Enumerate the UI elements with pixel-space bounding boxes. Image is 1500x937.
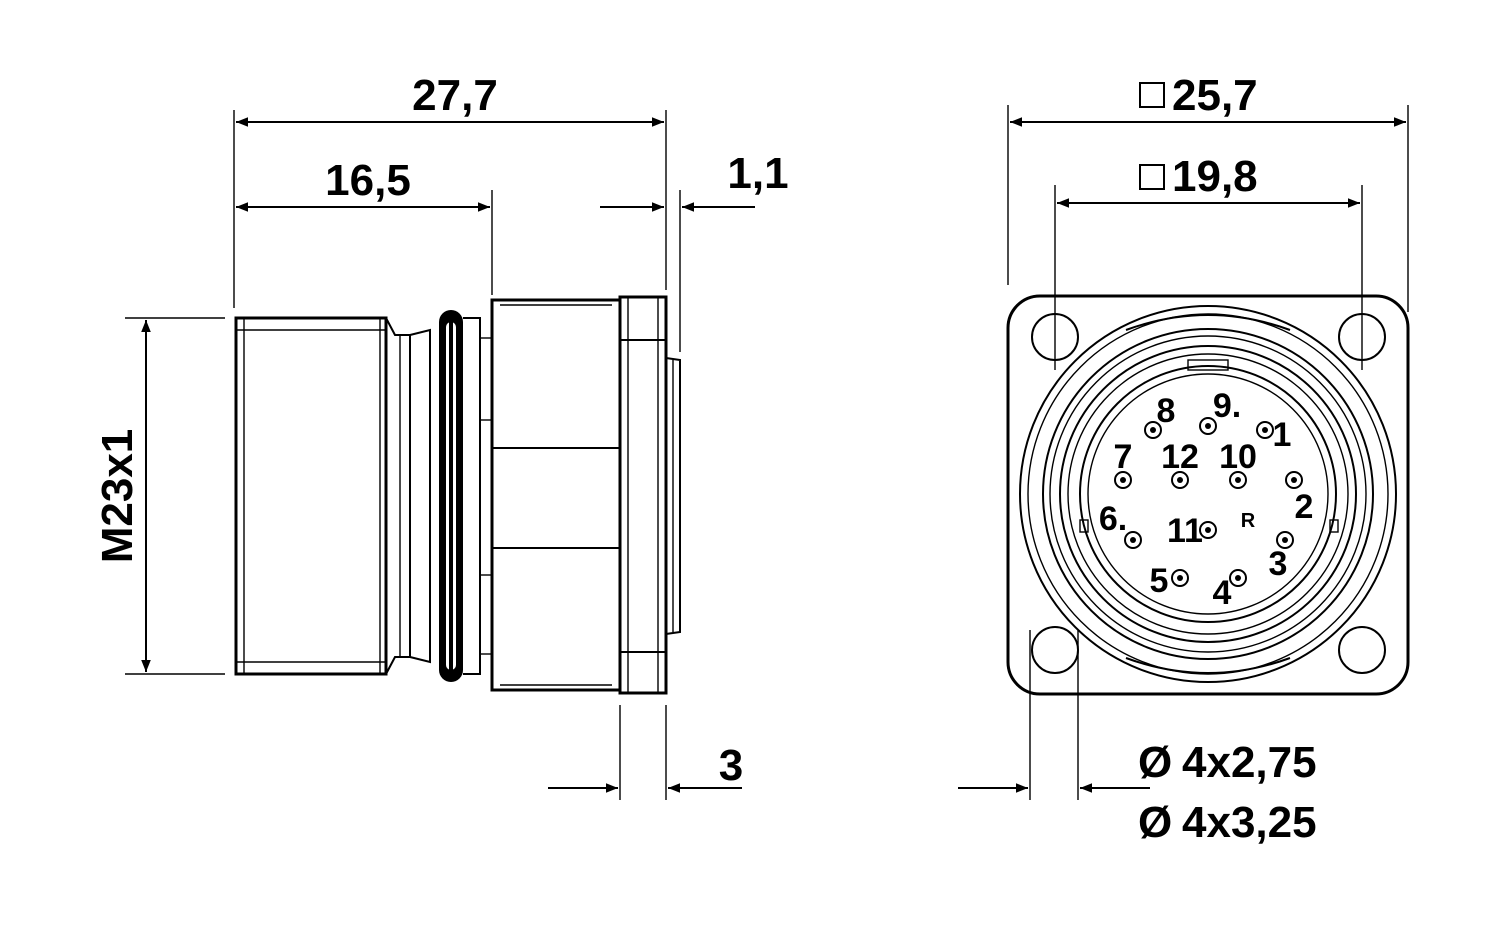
pin-contacts [1114, 417, 1303, 587]
pin-contact [1229, 569, 1247, 587]
dim-flange-thickness: 3 [719, 741, 743, 790]
pin-contact [1171, 569, 1189, 587]
pin-contact [1276, 531, 1294, 549]
side-extension-lines [125, 110, 681, 800]
pin-label-3: 3 [1269, 545, 1288, 583]
pin-label-4: 4 [1213, 574, 1232, 612]
pin-label-9: 9. [1213, 387, 1241, 425]
mounting-hole-bottom-right [1338, 626, 1386, 674]
dim-outer-square: 25,7 [1172, 71, 1258, 120]
o-ring [439, 310, 463, 682]
pin-label-5: 5 [1150, 562, 1169, 600]
coding-label: R [1241, 510, 1256, 532]
front-rings [1019, 305, 1397, 683]
pin-contact [1229, 471, 1247, 489]
diameter-symbol: Ø [1138, 798, 1172, 847]
pin-label-8: 8 [1157, 392, 1176, 430]
pin-label-2: 2 [1295, 488, 1314, 526]
mounting-holes [1031, 313, 1386, 674]
front-view: 8 9. 1 7 12 10 2 6. 11 R 3 5 4 [958, 71, 1410, 847]
pin-contact [1124, 531, 1142, 549]
dim-thread-size: M23x1 [93, 429, 142, 564]
pin-contact [1114, 471, 1132, 489]
dim-hole-diameter-1: 4x2,75 [1182, 738, 1317, 787]
dim-flange-gap: 1,1 [727, 149, 788, 198]
diameter-symbol: Ø [1138, 738, 1172, 787]
square-flange [1006, 294, 1410, 696]
pin-contact [1171, 471, 1189, 489]
dim-hole-diameter-2: 4x3,25 [1182, 798, 1317, 847]
pin-label-6: 6. [1099, 500, 1127, 538]
mounting-hole-bottom-left [1031, 626, 1079, 674]
pin-label-12: 12 [1161, 438, 1199, 476]
pin-label-1: 1 [1273, 416, 1292, 454]
pin-contact [1256, 421, 1274, 439]
pin-label-10: 10 [1219, 438, 1257, 476]
front-dimension-lines [958, 117, 1406, 793]
side-view: 27,7 16,5 1,1 3 M23x1 [93, 71, 789, 800]
square-symbol-icon [1139, 164, 1165, 190]
thread-body [234, 316, 431, 676]
pin-contact [1285, 471, 1303, 489]
flange [618, 295, 681, 695]
front-extension-lines [1007, 105, 1409, 800]
dim-overall-length: 27,7 [412, 71, 498, 120]
pin-label-7: 7 [1114, 438, 1133, 476]
pin-contact [1144, 421, 1162, 439]
hex-nut [463, 298, 622, 692]
dim-hole-pitch: 19,8 [1172, 152, 1258, 201]
pin-contact [1199, 417, 1217, 435]
square-symbol-icon [1139, 82, 1165, 108]
side-dimension-lines [141, 117, 755, 793]
pin-label-11: 11 [1167, 512, 1203, 550]
pin-contact [1199, 521, 1217, 539]
dim-thread-length: 16,5 [325, 156, 411, 205]
